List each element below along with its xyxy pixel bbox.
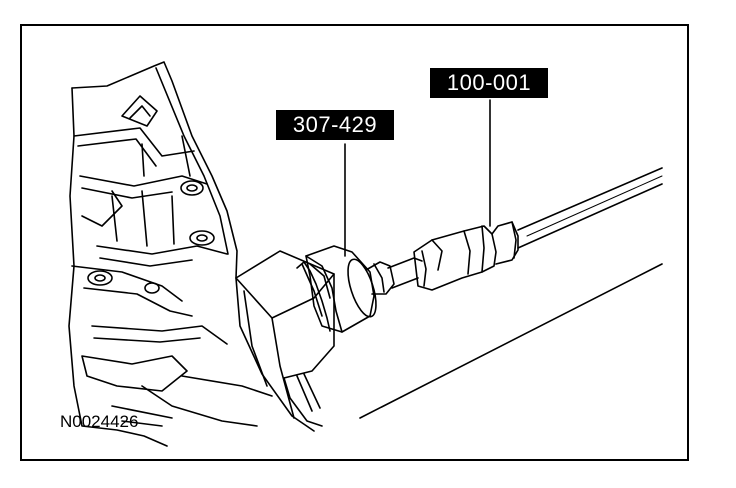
slide-hammer-grip [511,221,517,259]
extension-flange [283,377,323,427]
extension-housing [271,317,295,419]
hex-adapter [365,261,395,295]
housing-lower [81,355,188,392]
socket-collar [305,245,375,333]
housing-rib [121,95,158,127]
housing-lower [141,385,258,427]
callout-socket-label: 307-429 [276,110,394,140]
housing-outline [71,61,238,279]
housing-rib [73,127,195,157]
housing-boss [186,184,198,192]
housing-boss [189,230,215,246]
housing-boss [180,180,204,196]
slide-hammer-rod [526,175,663,237]
housing-rib [91,325,228,345]
slide-hammer-rod [517,183,663,249]
slide-hammer-grip [481,225,485,273]
housing-rib [129,105,151,119]
socket-collar-end [347,258,377,318]
socket-collar-face [305,255,343,333]
housing-boss [94,274,106,282]
housing-rib [96,245,228,255]
housing-rib [71,265,183,302]
housing-left-edge [68,87,168,447]
housing-rib [83,287,193,317]
housing-rib [77,138,157,167]
illustration-frame: 307-429 100-001 N0024426 [20,24,689,461]
extension-housing [235,277,315,432]
figure-id: N0024426 [60,412,139,431]
housing-rib [141,135,191,177]
bench-edge [359,263,663,419]
seal-rim [296,261,331,332]
housing-boss [144,282,160,294]
technical-illustration [68,61,663,447]
extension-housing [243,290,268,387]
housing-boss [196,234,208,242]
housing-rib [99,257,193,267]
extension-flange [296,373,321,412]
slide-hammer-grip [413,225,497,291]
housing-lower [111,405,173,427]
slide-hammer-grip [463,230,471,275]
extension-housing [283,273,335,379]
callout-slide-hammer-label: 100-001 [430,68,548,98]
socket-collar-face [309,263,331,299]
housing-rib [81,187,173,199]
seal-rim [301,263,323,317]
housing-rib [93,337,201,343]
housing-rib [79,175,208,187]
housing-rib [111,190,175,247]
slide-hammer-grip [431,239,443,271]
housing-boss [87,270,113,286]
slide-hammer-grip [421,250,427,287]
extension-housing [235,250,335,319]
slide-hammer-grip [491,221,519,265]
housing-rib [81,190,123,227]
hex-adapter [373,263,385,293]
housing-lower [181,375,273,397]
housing-inner-ridge [155,67,229,255]
slide-hammer-rod [517,167,663,231]
